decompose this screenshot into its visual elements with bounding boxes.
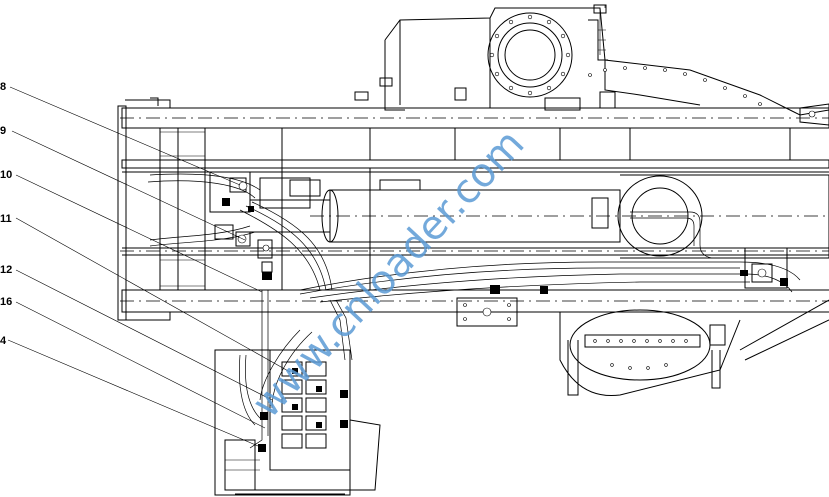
callout-12: 12	[0, 264, 12, 276]
callout-4: 4	[0, 335, 7, 347]
watermark-text: www.cnloader.com	[244, 121, 534, 427]
upper-housing	[354, 4, 829, 126]
left-valve-assembly	[209, 171, 321, 280]
leader-lines	[7, 86, 291, 447]
right-valve-assembly	[456, 247, 788, 327]
callout-16: 16	[0, 296, 12, 308]
callout-8: 8	[0, 81, 6, 93]
boom-frame	[117, 97, 829, 321]
control-valve-stack	[214, 289, 381, 496]
callout-9: 9	[0, 125, 6, 137]
lower-bracket	[559, 299, 829, 397]
hydraulic-cylinder	[250, 174, 829, 259]
callout-11: 11	[0, 213, 12, 225]
callout-10: 10	[0, 169, 12, 181]
